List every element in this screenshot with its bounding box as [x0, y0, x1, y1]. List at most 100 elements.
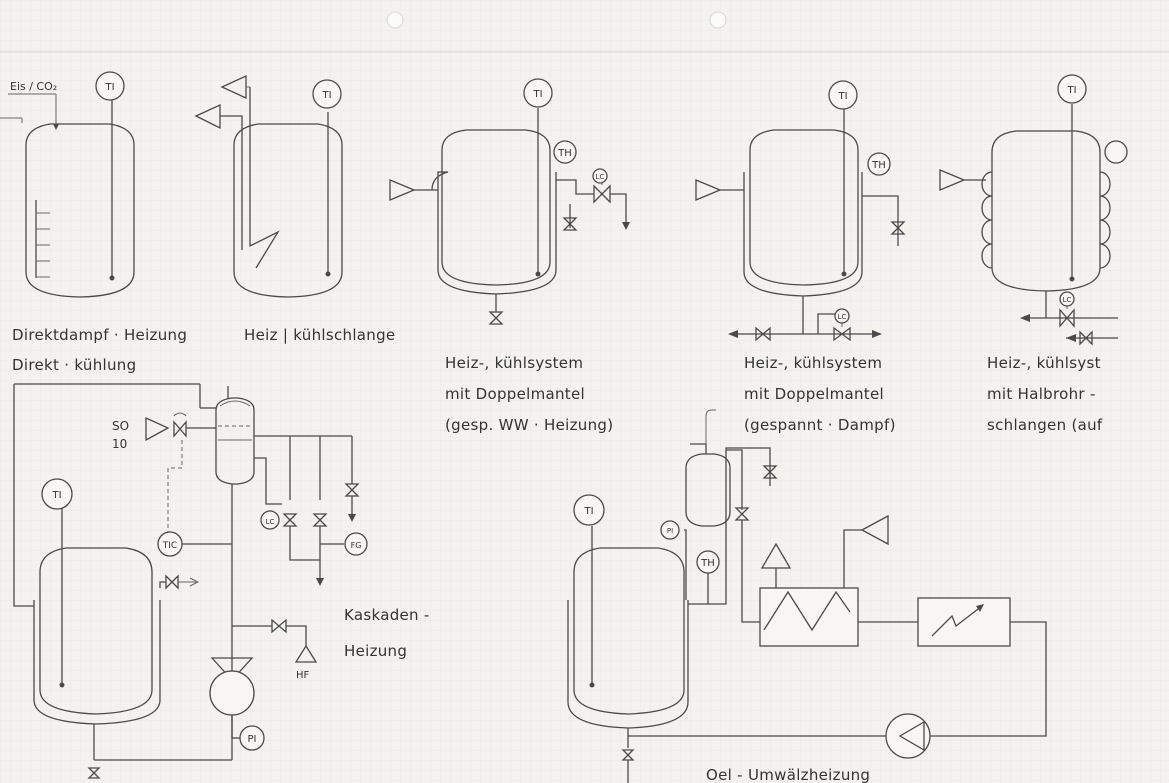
caption-jacket-hw-2: mit Doppelmantel — [445, 385, 585, 403]
hf-label: HF — [296, 670, 310, 681]
ti-instrument — [312, 79, 342, 109]
lc-instrument — [1059, 291, 1075, 307]
valve-icon — [762, 465, 778, 479]
feed-triangle-icon — [939, 169, 966, 191]
pi-instrument — [660, 520, 680, 540]
ti-instrument — [95, 71, 125, 101]
caption-oil: Oel - Umwälzheizung — [706, 766, 870, 783]
pump-arrow-icon — [898, 720, 925, 752]
ti-instrument — [573, 494, 605, 526]
ti-label: TI — [321, 90, 331, 101]
vessel-body — [749, 129, 859, 286]
lc-label: LC — [266, 518, 275, 526]
ti-label: TI — [104, 82, 114, 93]
ti-label: TI — [1066, 85, 1076, 96]
ice-co2-label: Eis / CO₂ — [10, 80, 57, 93]
electric-heater — [917, 597, 1011, 647]
lc-instrument — [260, 510, 280, 530]
feed-triangle-icon — [389, 179, 416, 201]
caption-jacket-steam-1: Heiz-, kühlsystem — [744, 354, 882, 372]
tic-label: TIC — [162, 541, 177, 551]
vessel-half-pipe: TI LC Heiz-, kühlsyst mit Halbrohr - sch… — [939, 74, 1128, 434]
caption-halfpipe-2: mit Halbrohr - — [987, 385, 1096, 403]
ti-label: TI — [583, 506, 593, 517]
hf-triangle-icon — [294, 644, 318, 663]
pi-label: PI — [667, 527, 673, 535]
valve-icon — [755, 326, 771, 342]
ti-instrument — [41, 478, 73, 510]
caption-cascade-1: Kaskaden - — [344, 606, 430, 624]
oil-circulation-heating-system: TI PI TH Oel - Umwälzheizung — [567, 409, 1047, 783]
lc-label: LC — [596, 173, 605, 181]
caption-direct-cooling: Direkt · kühlung — [12, 356, 136, 374]
th-instrument — [553, 140, 577, 164]
vessel-body — [441, 129, 551, 286]
drain-valve-icon — [621, 749, 635, 761]
vessel-jacket-steam: TI TH LC Heiz-, kühlsystem mit Doppelman… — [695, 80, 906, 434]
caption-jacket-steam-2: mit Doppelmantel — [744, 385, 884, 403]
ti-instrument — [828, 80, 858, 110]
fg-instrument — [344, 532, 368, 556]
drain-valve-icon — [488, 311, 504, 325]
lc-instrument — [592, 168, 608, 184]
return-triangle-icon — [860, 514, 889, 546]
buffer-tank — [215, 397, 255, 485]
cascade-heating-system: TI SO 10 TIC LC — [13, 383, 430, 779]
fg-label: FG — [351, 541, 362, 550]
control-valve-icon — [593, 184, 611, 204]
vessel-coil: TI Heiz | kühlschlange — [194, 74, 395, 344]
th-instrument — [867, 152, 891, 176]
valve-icon — [344, 483, 360, 497]
valve-icon — [1079, 330, 1093, 346]
control-valve-icon — [282, 513, 298, 527]
punch-hole-right — [709, 11, 727, 29]
th-label: TH — [557, 148, 572, 159]
valve-icon — [734, 507, 750, 521]
valve-icon — [890, 221, 906, 235]
vessel-jacket-hot-water: TI TH LC Heiz-, kühlsystem mit Doppelman… — [389, 78, 630, 434]
caption-halfpipe-1: Heiz-, kühlsyst — [987, 354, 1101, 372]
ti-instrument — [523, 78, 553, 108]
ti-label: TI — [837, 91, 847, 102]
so-label: SO — [112, 419, 129, 433]
th-label: TH — [871, 160, 886, 171]
caption-cascade-2: Heizung — [344, 642, 407, 660]
valve-icon — [165, 574, 179, 590]
feed-triangle-icon — [695, 179, 722, 201]
expansion-tank — [685, 453, 731, 527]
valve-icon — [271, 618, 287, 634]
valve-icon — [312, 513, 328, 527]
caption-jacket-steam-3: (gespannt · Dampf) — [744, 416, 896, 434]
lc-label: LC — [1063, 296, 1072, 304]
circulation-pump — [209, 670, 255, 716]
feed-triangle-icon — [145, 416, 170, 442]
lc-label: LC — [838, 313, 847, 321]
drain-valve-icon — [87, 767, 101, 779]
caption-halfpipe-3: schlangen (auf — [987, 416, 1103, 434]
coil-pipe — [249, 87, 280, 269]
caption-direct-steam: Direktdampf · Heizung — [12, 326, 187, 344]
control-valve-icon — [1059, 308, 1075, 328]
valve-icon — [562, 217, 578, 231]
caption-jacket-hw-3: (gesp. WW · Heizung) — [445, 416, 613, 434]
caption-coil: Heiz | kühlschlange — [244, 326, 395, 344]
control-valve-icon — [173, 420, 187, 438]
th-label: TH — [700, 558, 715, 569]
vessel-body — [573, 547, 685, 715]
vessel-direct-steam: Eis / CO₂ TI Direktdampf · Heizung Direk… — [0, 71, 187, 374]
so-number: 10 — [112, 437, 127, 451]
pi-label: PI — [248, 734, 257, 745]
control-valve-icon — [833, 326, 851, 342]
ti-instrument — [1057, 74, 1087, 104]
ti-label: TI — [51, 490, 61, 501]
vessel-body — [25, 123, 135, 298]
heat-exchanger — [759, 587, 859, 647]
ti-label: TI — [532, 89, 542, 100]
lc-instrument — [834, 308, 850, 324]
th-instrument — [1104, 140, 1128, 164]
pi-instrument — [239, 725, 265, 751]
vessel-body — [39, 547, 153, 715]
caption-jacket-hw-1: Heiz-, kühlsystem — [445, 354, 583, 372]
